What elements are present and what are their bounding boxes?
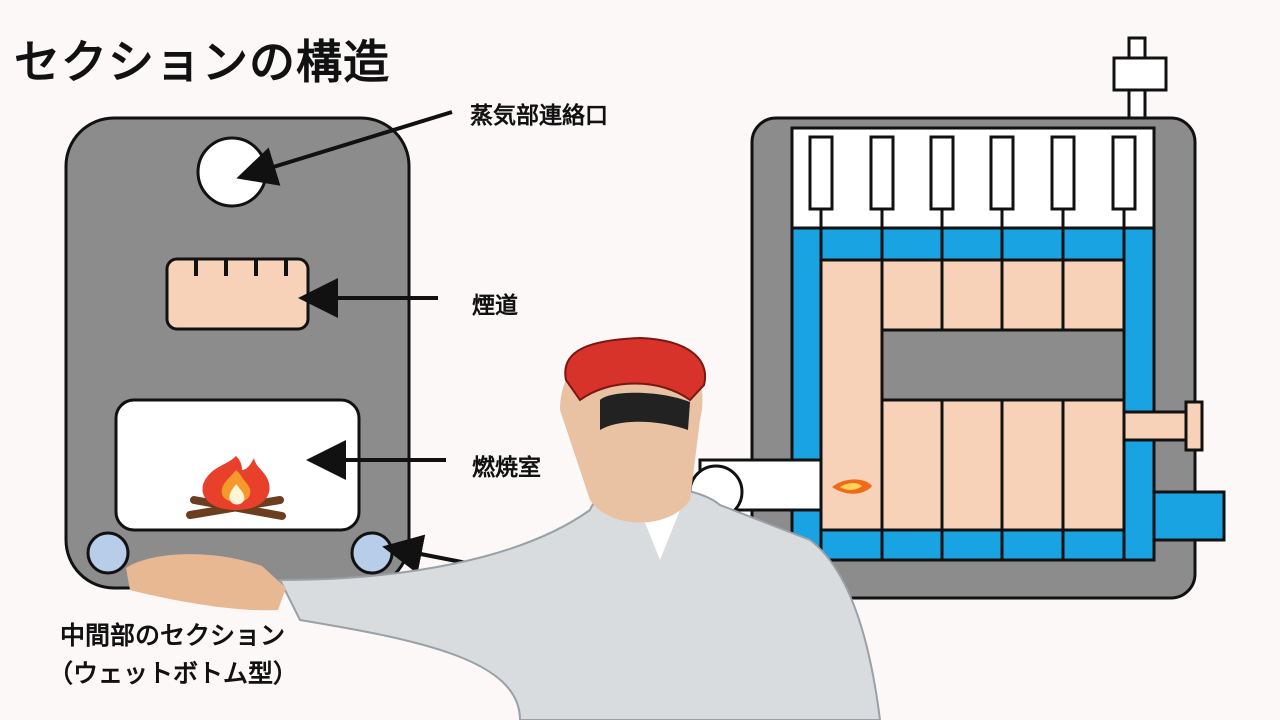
- flue-fins: [194, 260, 288, 276]
- slide-title: セクションの構造: [14, 35, 390, 89]
- valve-body: [1112, 56, 1168, 92]
- section-front-view: [64, 116, 411, 590]
- steam-space: [790, 126, 1156, 230]
- gas-passage: [819, 258, 1126, 532]
- middle-baffle: [880, 328, 1126, 402]
- left-water-port: [86, 531, 130, 575]
- flue-label: 煙道: [472, 293, 518, 319]
- flue-outlet: [1122, 410, 1190, 442]
- right-water-port: [350, 531, 394, 575]
- combustion-chamber-label: 燃焼室: [472, 455, 541, 481]
- steam-port-arrow: [236, 110, 453, 186]
- boiler-side-view: [688, 36, 1226, 600]
- steam-port-label: 蒸気部連絡口: [470, 103, 608, 129]
- caption-line-1: 中間部のセクション: [60, 621, 286, 650]
- presenter: [126, 336, 882, 720]
- campfire-icon: [186, 456, 286, 520]
- flue-outlet-flange: [1184, 400, 1204, 452]
- steam-tubes: [808, 135, 1137, 211]
- valve-top: [1127, 36, 1147, 60]
- caption-line-2: （ウェットボトム型）: [48, 659, 299, 688]
- water-inlet: [1152, 490, 1226, 542]
